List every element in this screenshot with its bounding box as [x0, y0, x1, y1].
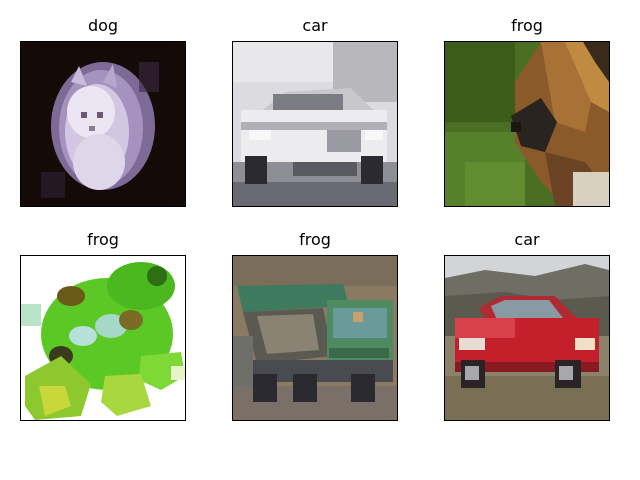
- image-label: car: [514, 230, 540, 249]
- cat-image: [21, 42, 185, 206]
- image-label: frog: [87, 230, 119, 249]
- car-image: [233, 42, 397, 206]
- image-label: frog: [299, 230, 331, 249]
- image-thumbnail: [444, 255, 610, 421]
- image-thumbnail: [232, 255, 398, 421]
- image-label: frog: [511, 16, 543, 35]
- image-label: car: [302, 16, 328, 35]
- image-thumbnail: [232, 41, 398, 207]
- image-label: dog: [87, 16, 119, 35]
- truck-image: [233, 256, 397, 420]
- dog-image: [445, 42, 609, 206]
- image-thumbnail: [20, 41, 186, 207]
- image-thumbnail: [444, 41, 610, 207]
- image-thumbnail: [20, 255, 186, 421]
- frog-image: [21, 256, 185, 420]
- red-car-image: [445, 256, 609, 420]
